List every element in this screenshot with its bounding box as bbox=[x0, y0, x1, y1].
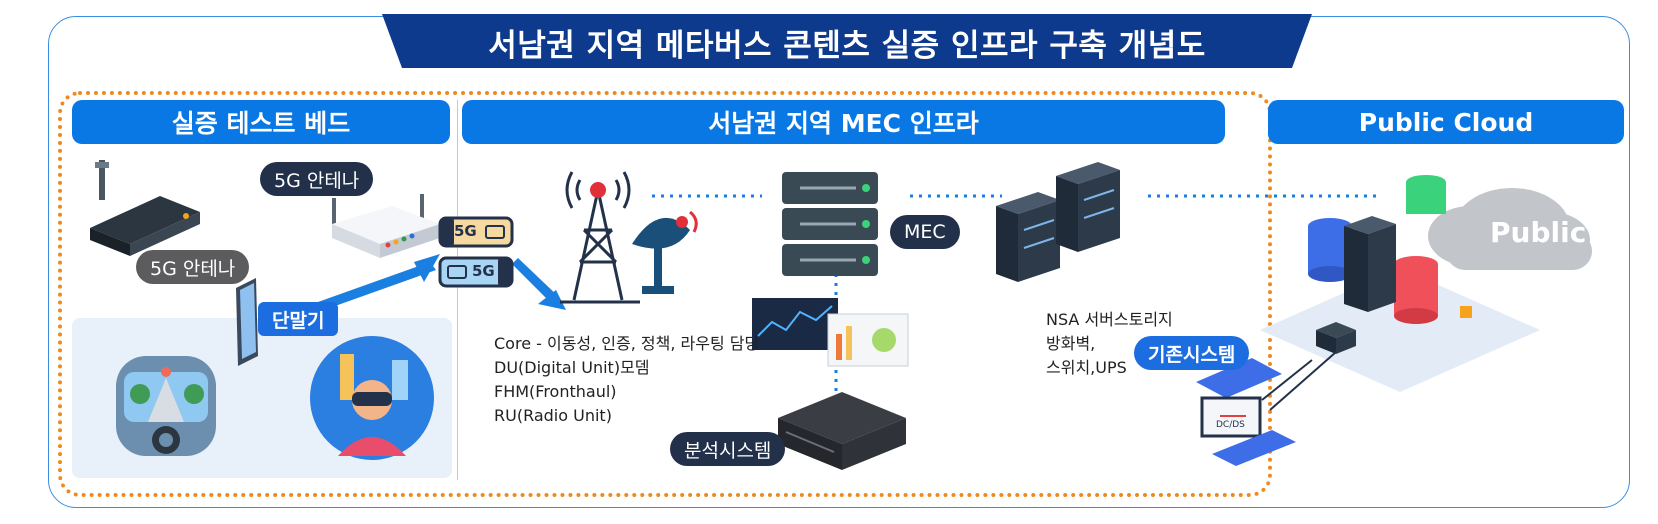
core-list-item: DU(Digital Unit)모뎀 bbox=[494, 358, 650, 377]
diagram-title: 서남권 지역 메타버스 콘텐츠 실증 인프라 구축 개념도 bbox=[488, 27, 1206, 64]
car-simulator-icon bbox=[116, 356, 216, 456]
dongle-bottom-text: 5G bbox=[472, 262, 495, 280]
cloud-header: Public Cloud bbox=[1268, 100, 1624, 144]
public-cloud-text: Public bbox=[1490, 216, 1587, 249]
title-banner bbox=[382, 14, 1312, 68]
antenna-top-label: 5G 안테나 bbox=[260, 162, 374, 196]
cloud-icon bbox=[1428, 188, 1592, 270]
usb-dongle-icon bbox=[438, 216, 514, 288]
smartphone-icon bbox=[236, 278, 258, 366]
existing-system-label: 기존시스템 bbox=[1134, 336, 1250, 370]
antenna-bottom-label: 5G 안테나 bbox=[136, 250, 250, 284]
network-link-lines bbox=[652, 194, 1380, 394]
analysis-server-icon bbox=[778, 392, 906, 470]
analysis-system-label: 분석시스템 bbox=[670, 432, 786, 466]
mec-header: 서남권 지역 MEC 인프라 bbox=[462, 100, 1225, 144]
existing-system-list: NSA 서버스토리지 방화벽, 스위치,UPS bbox=[1046, 308, 1173, 380]
wifi-router-icon bbox=[332, 194, 440, 258]
existing-list-item: 스위치,UPS bbox=[1046, 358, 1127, 377]
router-icon bbox=[90, 160, 200, 256]
monitor-screen-text: DC/DS bbox=[1216, 420, 1245, 430]
terminal-label: 단말기 bbox=[258, 302, 339, 336]
dotted-region-border bbox=[58, 91, 1272, 497]
testbed-header: 실증 테스트 베드 bbox=[72, 100, 450, 144]
core-list-item: FHM(Fronthaul) bbox=[494, 382, 617, 401]
monitor-icon bbox=[1196, 351, 1337, 466]
core-list-item: RU(Radio Unit) bbox=[494, 406, 612, 425]
vr-headset-user-icon bbox=[310, 336, 434, 460]
database-icon bbox=[1260, 175, 1540, 392]
mec-label: MEC bbox=[890, 215, 960, 249]
dashboard-icon bbox=[752, 298, 909, 367]
section-divider bbox=[457, 100, 458, 480]
dongle-top-text: 5G bbox=[454, 222, 477, 240]
satellite-dish-icon bbox=[632, 210, 698, 294]
existing-list-item: NSA 서버스토리지 bbox=[1046, 310, 1173, 329]
server-rack-icon bbox=[996, 162, 1120, 282]
server-stack-icon bbox=[782, 172, 878, 276]
core-list: Core - 이동성, 인증, 정책, 라우팅 담당 DU(Digital Un… bbox=[494, 332, 759, 428]
existing-list-item: 방화벽, bbox=[1046, 334, 1096, 353]
core-list-item: Core - 이동성, 인증, 정책, 라우팅 담당 bbox=[494, 334, 760, 353]
cell-tower-icon bbox=[560, 171, 640, 304]
